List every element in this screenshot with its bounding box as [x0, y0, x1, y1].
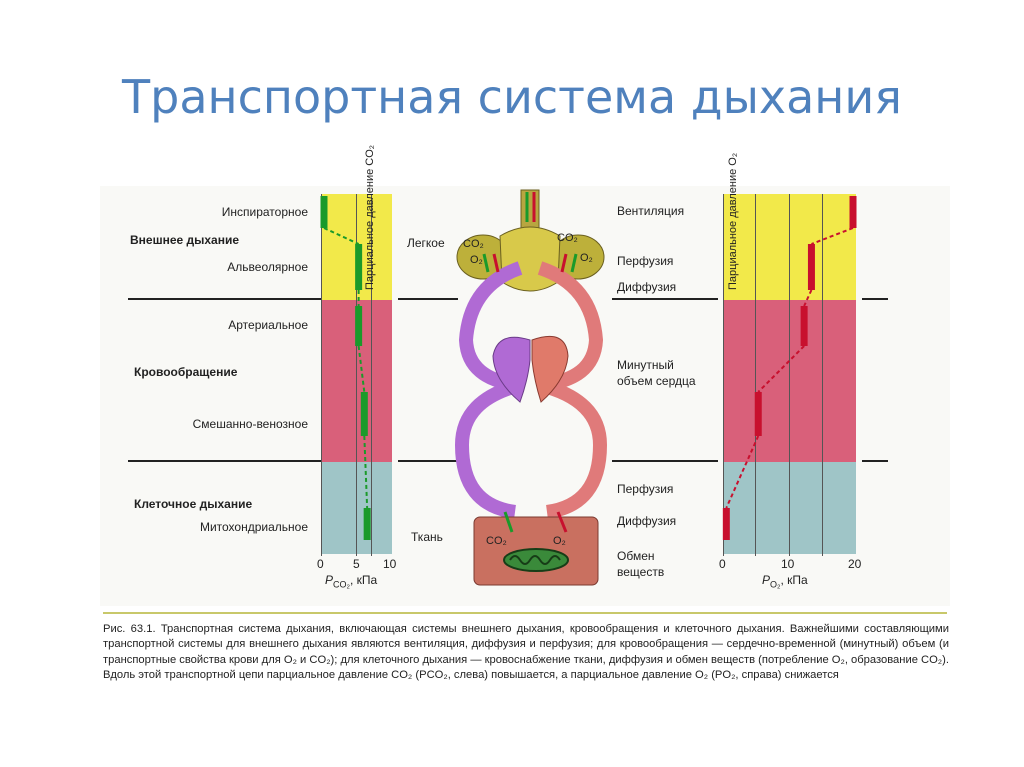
label-perfusion-bottom: Перфузия [617, 482, 674, 496]
lung-co2-arrow-right [570, 253, 578, 273]
left-xlabel: PCO₂, кПа [325, 573, 377, 589]
separator-left-1 [128, 298, 321, 300]
label-lung: Легкое [407, 236, 445, 250]
label-alveolar: Альвеолярное [227, 260, 308, 274]
right-grid-10 [789, 194, 790, 556]
right-xlabel-sub: O₂ [770, 579, 781, 590]
left-xlabel-sub: CO₂ [333, 579, 351, 590]
systemic-loop-red [538, 378, 608, 519]
tissue-o2-arrow [556, 511, 568, 533]
label-cardiac-output-1: Минутный [617, 358, 674, 372]
heart-right-half [492, 336, 531, 403]
label-mitochondrial: Митохондриальное [199, 520, 308, 534]
po2-connector-1 [811, 227, 854, 245]
left-xlabel-p: P [325, 573, 334, 587]
lung-central [499, 226, 561, 292]
lung-co2-arrow-left [482, 253, 490, 273]
label-co2-tissue: CO₂ [486, 535, 507, 547]
lung-o2-arrow-right [560, 253, 568, 273]
label-cardiac-output-2: объем сердца [617, 374, 696, 388]
pco2-connector-4 [363, 435, 369, 509]
po2-connector-2 [803, 289, 813, 307]
figure-caption: Рис. 63.1. Транспортная система дыхания,… [103, 623, 949, 682]
heart-left-half [531, 336, 569, 403]
left-tick-5: 5 [353, 557, 360, 571]
label-o2-tissue: O₂ [553, 535, 566, 547]
left-grid-0 [321, 194, 322, 556]
right-tick-20: 20 [848, 557, 862, 571]
label-tissue: Ткань [411, 530, 443, 544]
slide-title: Транспортная система дыхания [122, 70, 902, 124]
label-arterial: Артериальное [228, 318, 308, 332]
po2-connector-3 [757, 345, 805, 393]
right-xlabel-unit: , кПа [780, 573, 808, 587]
pulmonary-loop-violet [458, 261, 523, 392]
lung-o2-arrow-left [492, 253, 500, 273]
label-circulation: Кровообращение [134, 365, 238, 379]
left-tick-0: 0 [317, 557, 324, 571]
label-ventilation: Вентиляция [617, 204, 685, 218]
separator-mid-1b [612, 298, 718, 300]
po2-connector-4 [725, 435, 760, 509]
separator-mid-2a [398, 460, 458, 462]
separator-mid-1a [398, 298, 458, 300]
right-xlabel-p: P [762, 573, 771, 587]
label-external-breathing: Внешнее дыхание [130, 233, 240, 247]
left-tick-10: 10 [383, 557, 397, 571]
mitochondrion-cristae [509, 555, 561, 565]
mitochondrion [503, 548, 569, 572]
right-tick-10: 10 [781, 557, 795, 571]
left-xlabel-unit: , кПа [350, 573, 378, 587]
label-diffusion-top: Диффузия [617, 280, 677, 294]
label-o2-lung-left: O₂ [470, 254, 483, 266]
caption-rule [103, 612, 947, 614]
label-perfusion-top: Перфузия [617, 254, 674, 268]
label-co2-lung-left: CO₂ [463, 238, 484, 250]
separator-right-1 [862, 298, 888, 300]
systemic-loop-violet [454, 378, 522, 519]
label-diffusion-bottom: Диффузия [617, 514, 677, 528]
right-tick-0: 0 [719, 557, 726, 571]
label-cellular-breathing: Клеточное дыхание [134, 497, 253, 511]
trachea [520, 189, 540, 231]
pco2-connector-3 [357, 345, 366, 393]
label-metabolism-2: веществ [617, 565, 665, 579]
left-grid-7 [371, 194, 372, 556]
separator-left-2 [128, 460, 321, 462]
label-co2-lung-right: CO₂ [557, 232, 578, 244]
label-mixed-venous: Смешанно-венозное [192, 417, 308, 431]
label-inspiratory: Инспираторное [221, 205, 308, 219]
label-metabolism-1: Обмен [617, 549, 655, 563]
right-grid-0 [723, 194, 724, 556]
separator-right-2 [862, 460, 888, 462]
tissue-co2-arrow [503, 511, 514, 533]
separator-mid-2b [612, 460, 718, 462]
pco2-connector-1 [323, 227, 360, 245]
left-grid-5 [356, 194, 357, 556]
label-o2-lung-right: O₂ [580, 252, 593, 264]
right-grid-5 [755, 194, 756, 556]
right-grid-15 [822, 194, 823, 556]
right-xlabel: PO₂, кПа [762, 573, 808, 589]
pulmonary-loop-red [537, 261, 604, 392]
